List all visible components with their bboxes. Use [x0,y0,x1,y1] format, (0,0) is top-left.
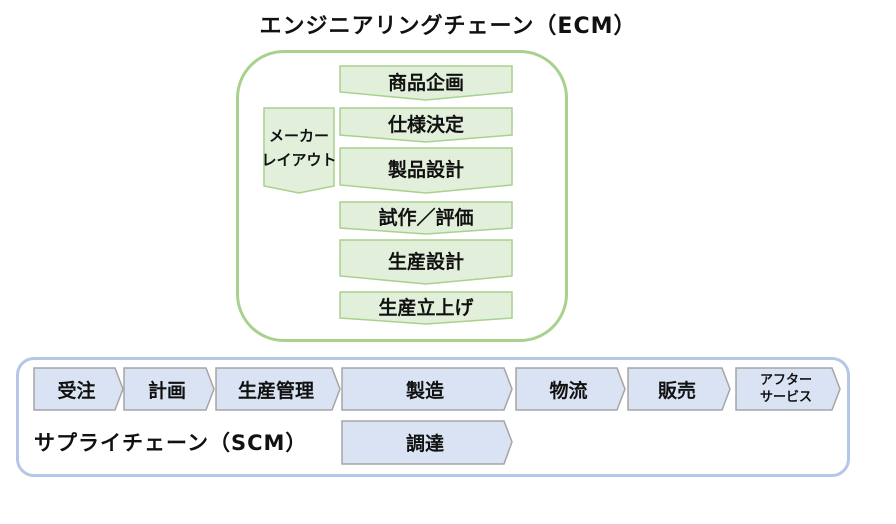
scm-procurement-shape [341,420,513,465]
scm-after-service-shape [735,367,841,411]
ecm-step-shape-4 [339,201,513,235]
ecm-step-shape-3 [339,147,513,194]
scm-step-shape-6 [627,367,731,411]
scm-step-shape-5 [515,367,626,411]
ecm-step-shape-2 [339,107,513,143]
scm-step-shape-4 [341,367,513,411]
maker-layout-shape [263,107,335,194]
ecm-step-shape-6 [339,291,513,325]
scm-step-shape-1 [33,367,124,411]
scm-step-shape-3 [215,367,341,411]
ecm-step-shape-1 [339,65,513,101]
ecm-step-shape-5 [339,239,513,285]
scm-title: サプライチェーン（SCM） [34,431,308,455]
ecm-title: エンジニアリングチェーン（ECM） [259,14,637,39]
scm-step-shape-2 [123,367,215,411]
